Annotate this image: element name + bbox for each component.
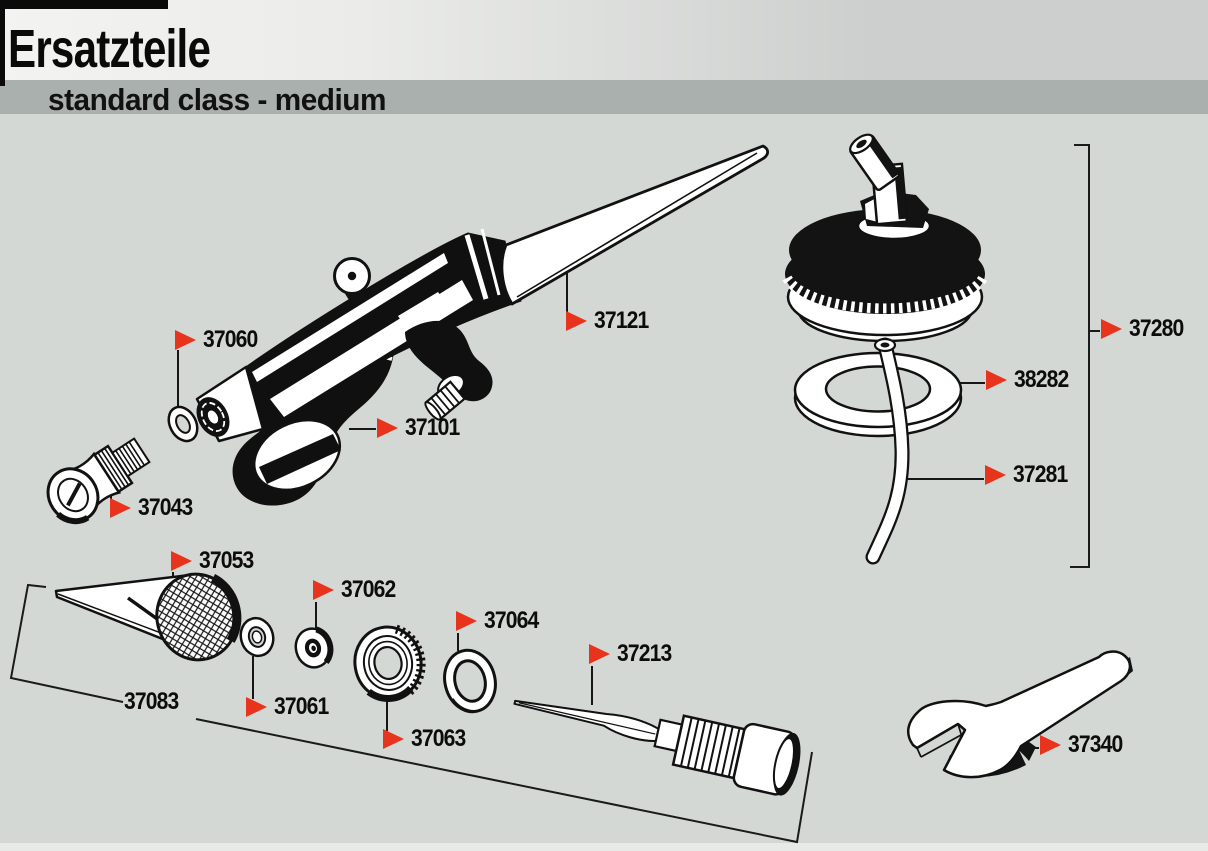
red-flag-arrow-icon: [456, 611, 477, 631]
part-number: 37280: [1129, 315, 1184, 342]
part-number: 38282: [1014, 366, 1069, 393]
red-flag-arrow-icon: [986, 370, 1007, 390]
part-oring-37064: [443, 648, 497, 714]
part-label-37121: 37121: [566, 307, 656, 334]
part-needle-37213: [513, 699, 801, 796]
part-number: 37061: [274, 693, 329, 720]
red-flag-arrow-icon: [313, 580, 334, 600]
part-cup-lid-assembly: [782, 133, 988, 343]
part-label-37053: 37053: [171, 547, 261, 574]
part-label-37101: 37101: [377, 414, 467, 441]
part-number: 37213: [617, 640, 672, 667]
part-number: 37064: [484, 607, 539, 634]
red-flag-arrow-icon: [589, 644, 610, 664]
page-subtitle: standard class - medium: [48, 82, 386, 117]
red-flag-arrow-icon: [1101, 319, 1122, 339]
part-label-37043: 37043: [110, 494, 200, 521]
part-wrench-37340: [906, 650, 1133, 779]
part-number: 37083: [124, 688, 179, 715]
part-handle-cone: [500, 144, 770, 306]
part-label-37060: 37060: [175, 326, 265, 353]
page-title: Ersatzteile: [8, 19, 211, 79]
red-flag-arrow-icon: [383, 729, 404, 749]
part-washer-37060: [167, 405, 199, 443]
part-valve-37043: [46, 437, 151, 525]
red-flag-arrow-icon: [985, 465, 1006, 485]
part-label-37061: 37061: [246, 693, 336, 720]
part-air-valve: [405, 320, 493, 421]
part-ring-38282: [793, 351, 963, 438]
part-number: 37060: [203, 326, 258, 353]
red-flag-arrow-icon: [175, 330, 196, 350]
scan-edge-artifact: [0, 0, 168, 86]
red-flag-arrow-icon: [110, 498, 131, 518]
part-washer-37061: [239, 616, 275, 658]
part-label-37083: 37083: [124, 688, 186, 715]
part-tube-37281: [865, 337, 910, 565]
red-flag-arrow-icon: [1040, 735, 1061, 755]
part-airbrush-body: [195, 228, 522, 506]
part-label-37062: 37062: [313, 576, 403, 603]
part-number: 37281: [1013, 461, 1068, 488]
red-flag-arrow-icon: [246, 697, 267, 717]
page-header: Ersatzteile: [0, 0, 1208, 80]
part-nut-37062: [294, 626, 334, 669]
part-trigger-button: [333, 257, 371, 305]
page-margin-strip: [0, 843, 1208, 851]
part-number: 37062: [341, 576, 396, 603]
part-number: 37101: [405, 414, 460, 441]
part-number: 37121: [594, 307, 649, 334]
part-ring-nut-37063: [353, 624, 426, 702]
part-number: 37043: [138, 494, 193, 521]
part-label-37340: 37340: [1040, 731, 1130, 758]
part-label-37280: 37280: [1101, 315, 1191, 342]
bracket-cup-set: [1070, 144, 1100, 568]
part-nozzle-cap-37053: [54, 572, 242, 662]
red-flag-arrow-icon: [566, 311, 587, 331]
part-label-37213: 37213: [589, 640, 679, 667]
part-label-37064: 37064: [456, 607, 546, 634]
subtitle-bar: standard class - medium: [0, 80, 1208, 117]
part-label-37281: 37281: [985, 461, 1075, 488]
part-muzzle: [195, 365, 265, 443]
bracket-nozzle-group: [9, 583, 813, 844]
part-label-38282: 38282: [986, 366, 1076, 393]
part-number: 37340: [1068, 731, 1123, 758]
part-number: 37053: [199, 547, 254, 574]
red-flag-arrow-icon: [377, 418, 398, 438]
part-number: 37063: [411, 725, 466, 752]
part-label-37063: 37063: [383, 725, 473, 752]
red-flag-arrow-icon: [171, 551, 192, 571]
